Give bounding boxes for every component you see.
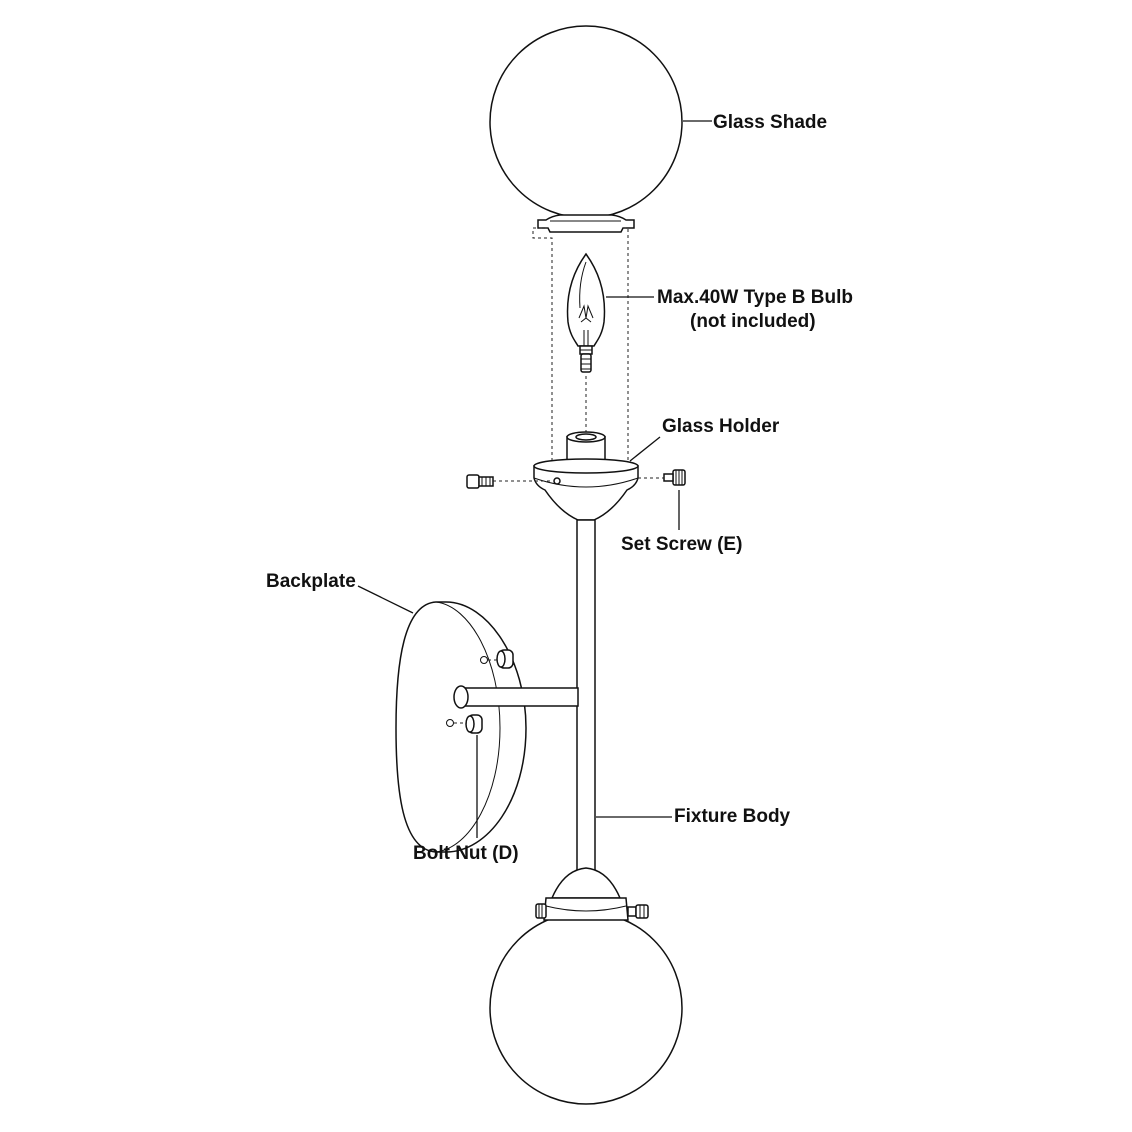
glass-shade-top [489, 25, 683, 233]
glass-shade-bottom [489, 867, 683, 1105]
label-bolt-nut: Bolt Nut (D) [413, 843, 519, 864]
fixture-body-stem [576, 519, 596, 871]
set-screw-left [466, 474, 553, 489]
set-screw-right [638, 469, 686, 486]
label-glass-holder: Glass Holder [662, 416, 780, 437]
label-backplate: Backplate [266, 571, 356, 592]
label-glass-shade: Glass Shade [713, 112, 827, 133]
leader-lines [357, 120, 712, 838]
candelabra-bulb [566, 252, 606, 373]
label-set-screw: Set Screw (E) [621, 534, 742, 555]
glass-holder [533, 431, 639, 521]
backplate [395, 601, 579, 853]
label-bulb-line1: Max.40W Type B Bulb [657, 287, 853, 308]
assembly-guide-lines [532, 227, 629, 462]
label-bulb-line2: (not included) [690, 311, 816, 332]
label-fixture-body: Fixture Body [674, 806, 791, 827]
